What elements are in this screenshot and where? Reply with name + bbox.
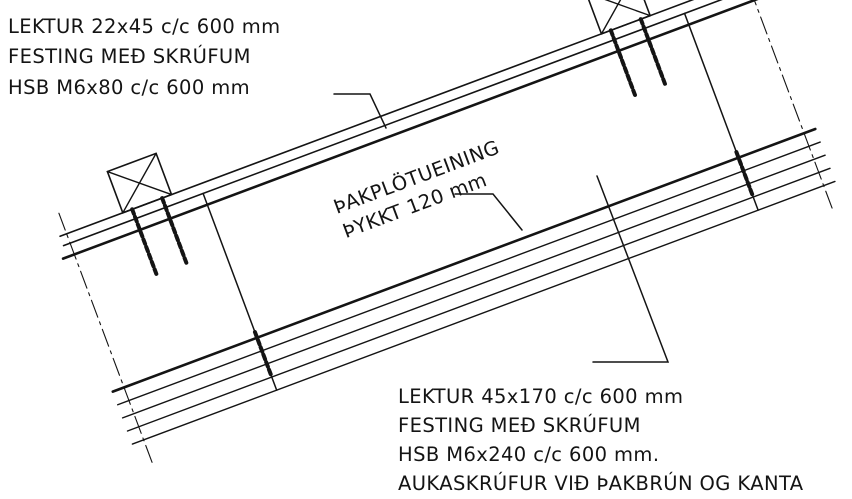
panel-top-surface	[61, 0, 767, 260]
leader-panel	[454, 193, 523, 231]
leader-bottom-batten	[592, 175, 670, 363]
rafter-cross-left	[106, 152, 173, 214]
bottom-batten-label-line4: AUKASKRÚFUR VIÐ ÞAKBRÚN OG KANTA	[398, 471, 804, 495]
lower-layer-2	[121, 154, 826, 419]
lower-layer-3	[126, 167, 831, 432]
break-line-right	[738, 0, 835, 213]
long-screw-right	[683, 12, 759, 211]
leader-top-batten	[333, 93, 387, 129]
short-screw-right-1	[608, 28, 638, 98]
long-screw-left	[202, 192, 278, 391]
top-batten-label-line3: HSB M6x80 c/c 600 mm	[8, 76, 250, 99]
bottom-batten-label-line2: FESTING MEÐ SKRÚFUM	[398, 413, 641, 437]
top-batten-label-line2: FESTING MEÐ SKRÚFUM	[8, 44, 251, 68]
bottom-batten-label-line3: HSB M6x240 c/c 600 mm.	[398, 443, 659, 466]
rafter-cross-right	[585, 0, 652, 35]
short-screw-left-2	[160, 196, 189, 266]
top-batten-label-line1: LEKTUR 22x45 c/c 600 mm	[8, 15, 281, 38]
panel-bottom-surface	[111, 127, 817, 393]
short-screw-left-1	[130, 207, 159, 277]
short-screw-right-2	[638, 17, 668, 87]
top-batten-line-lower	[62, 0, 753, 247]
break-line-left	[58, 212, 155, 467]
lower-layer-1	[117, 141, 821, 406]
lower-layer-4	[131, 180, 836, 445]
bottom-batten-label-line1: LEKTUR 45x170 c/c 600 mm	[398, 385, 683, 408]
